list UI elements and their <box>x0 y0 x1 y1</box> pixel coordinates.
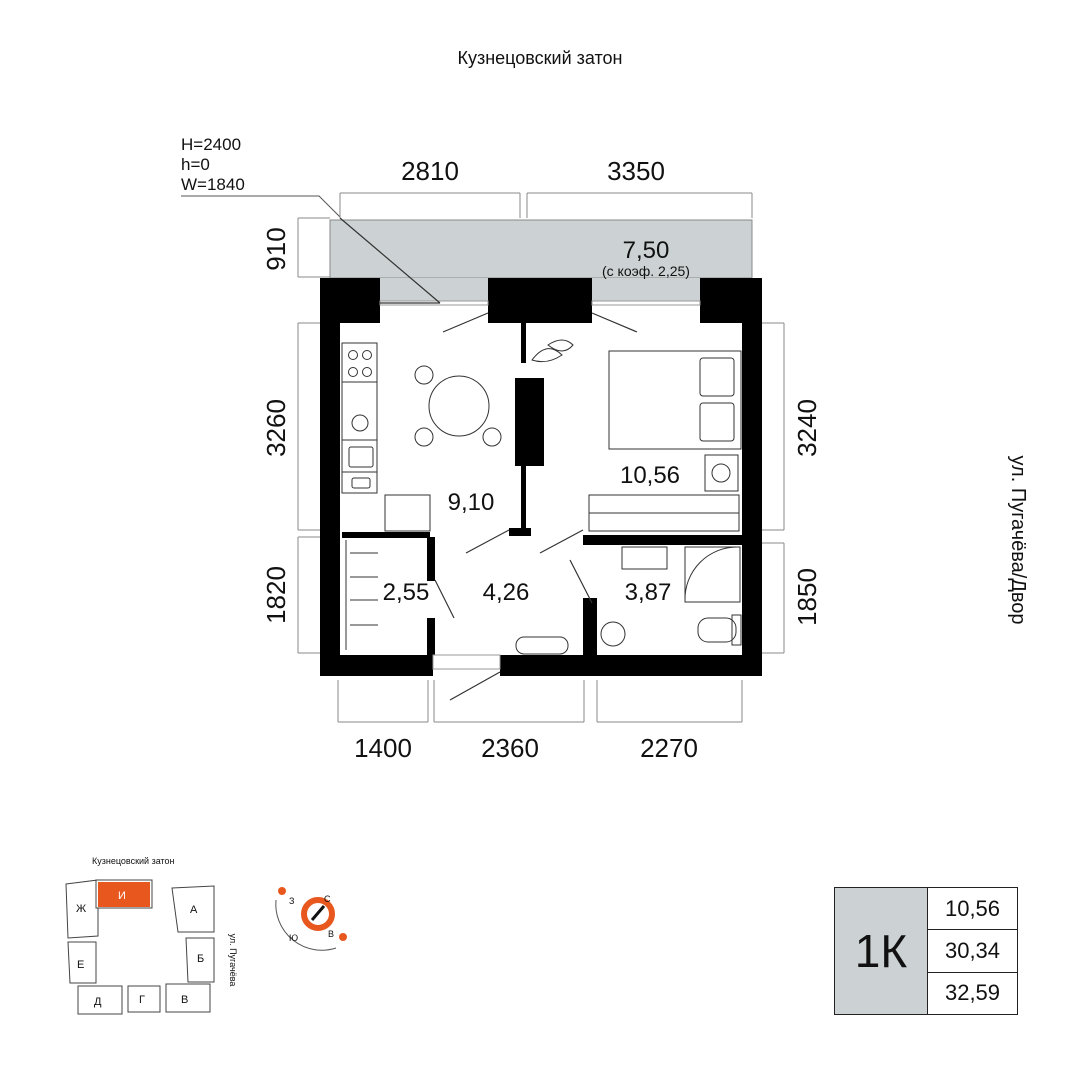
bathroom-area: 3,87 <box>625 579 672 606</box>
apartment-type: 1К <box>835 888 928 1014</box>
area-values: 10,56 30,34 32,59 <box>928 888 1017 1014</box>
site-section-d: Д <box>94 996 102 1008</box>
dim-bottom-1: 1400 <box>354 733 412 763</box>
compass-n: С <box>324 894 331 904</box>
site-section-b: Б <box>197 953 204 965</box>
site-title: Кузнецовский затон <box>92 856 175 866</box>
total-area: 30,34 <box>928 930 1017 973</box>
compass-s: Ю <box>289 933 298 943</box>
site-section-i: И <box>118 890 126 902</box>
balcony <box>329 219 753 279</box>
doors <box>339 217 638 701</box>
kitchen-area: 9,10 <box>448 489 495 516</box>
dimension-labels: 2810 3350 1400 2360 2270 910 3260 1820 3… <box>261 156 822 763</box>
living-area: 10,56 <box>928 888 1017 931</box>
total-area-with-balcony: 32,59 <box>944 980 1001 1006</box>
sun-rise-icon <box>278 887 286 895</box>
site-plan: Кузнецовский затон Ж И А Е Б Д Г В ул. П… <box>65 856 238 1015</box>
bedroom-area: 10,56 <box>620 462 680 489</box>
dim-right-2: 1850 <box>792 568 822 626</box>
compass: С З Ю В <box>275 887 347 951</box>
walls <box>320 278 762 676</box>
site-section-highlight <box>98 882 150 907</box>
balcony-area: 7,50 <box>623 237 670 264</box>
bedroom-fixtures <box>531 339 742 532</box>
window-height: H=2400 <box>181 135 241 154</box>
area-summary: 1К 10,56 30,34 32,59 <box>834 887 1018 1015</box>
dim-bottom-2: 2360 <box>481 733 539 763</box>
window-sill: h=0 <box>181 155 210 174</box>
site-section-e: Е <box>77 959 84 971</box>
spec-leader <box>181 195 341 218</box>
site-section-g: Г <box>139 994 145 1006</box>
dim-bottom-3: 2270 <box>640 733 698 763</box>
sun-set-icon <box>339 933 347 941</box>
bathroom-fixtures <box>515 546 742 655</box>
compass-w: З <box>289 896 294 906</box>
dim-left-3: 1820 <box>261 566 291 624</box>
dim-right-1: 3240 <box>792 399 822 457</box>
hall-area: 4,26 <box>483 579 530 606</box>
closet-area: 2,55 <box>383 579 430 606</box>
complex-title: Кузнецовский затон <box>457 48 622 68</box>
kitchen-fixtures <box>341 342 502 532</box>
site-section-v: В <box>181 994 188 1006</box>
site-section-a: А <box>190 904 198 916</box>
dim-top-1: 2810 <box>401 156 459 186</box>
compass-e: В <box>328 929 334 939</box>
window-width: W=1840 <box>181 175 245 194</box>
dimension-guides <box>297 192 785 723</box>
site-section-zh: Ж <box>76 903 86 915</box>
balcony-coef-note: (с коэф. 2,25) <box>602 263 690 279</box>
window-spec: H=2400 h=0 W=1840 <box>181 135 341 218</box>
dim-left-1: 910 <box>261 227 291 270</box>
street-label: ул. Пугачёва/Двор <box>1007 455 1029 624</box>
dim-left-2: 3260 <box>261 399 291 457</box>
closet-shelves <box>345 540 378 650</box>
site-street: ул. Пугачёва <box>228 934 238 987</box>
dim-top-2: 3350 <box>607 156 665 186</box>
room-labels: 7,50 (с коэф. 2,25) 9,10 10,56 2,55 4,26… <box>383 237 690 606</box>
